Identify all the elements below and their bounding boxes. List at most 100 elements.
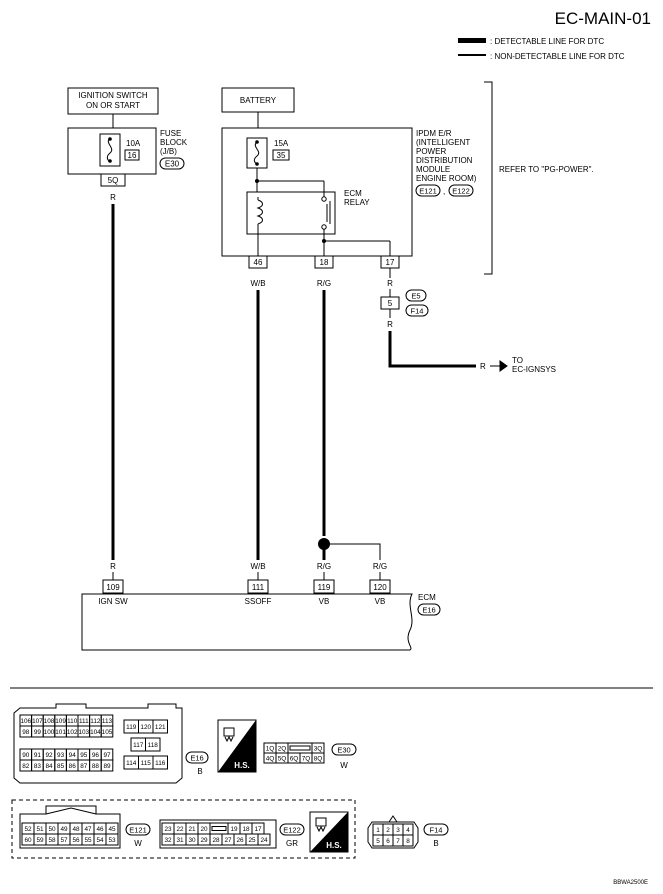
e121-code: E121 [129, 826, 147, 835]
ecm-pin-name-111: SSOFF [245, 597, 272, 606]
f14-pin-5: 5 [376, 838, 380, 845]
e16-pin-83: 83 [34, 763, 42, 770]
ipdm-line4: DISTRIBUTION [416, 156, 473, 165]
e16-pin-100: 100 [44, 729, 55, 736]
e122-pin-30: 30 [188, 837, 196, 844]
to-label: TO [512, 356, 523, 365]
e16-pin-86: 86 [69, 763, 77, 770]
wire-color-18: R/G [317, 279, 331, 288]
legend-detectable-label: : DETECTABLE LINE FOR DTC [490, 37, 604, 46]
ignition-line1: IGNITION SWITCH [78, 91, 148, 100]
relay-label1: ECM [344, 189, 362, 198]
ecm-pin-name-109: IGN SW [98, 597, 128, 606]
e30-pin-blank-blank-slot [289, 745, 311, 751]
wire-color-46: W/B [250, 279, 265, 288]
f14-pin-4: 4 [406, 827, 410, 834]
legend-detectable-swatch [458, 38, 486, 43]
e121-pin-54: 54 [96, 837, 104, 844]
ecm-pin-119: 119 [318, 583, 331, 592]
joint-connector: 5 E5 F14 R R TO EC-IGNSYS [380, 268, 556, 374]
e16-pin-97: 97 [103, 752, 111, 759]
legend: : DETECTABLE LINE FOR DTC : NON-DETECTAB… [458, 37, 625, 61]
fuse-number: 16 [128, 151, 137, 160]
e16-pin-110: 110 [67, 718, 78, 725]
e16-pin-117: 117 [133, 742, 144, 749]
ipdm-connector-1: E121 [419, 187, 437, 196]
e16-pin-109: 109 [55, 718, 66, 725]
ipdm-terminal-46: 46 [254, 258, 263, 267]
ecm-relay [246, 191, 336, 235]
e122-pin-25: 25 [248, 837, 256, 844]
e30-pin-6Q: 6Q [290, 755, 299, 762]
power-bracket [484, 81, 493, 275]
to-arrow [490, 360, 508, 372]
e122-code: E122 [283, 826, 301, 835]
e30-pin-4Q: 4Q [266, 755, 275, 762]
e122-pin-31: 31 [176, 837, 184, 844]
e122-color: GR [286, 839, 298, 848]
ecm-wire-color-109: R [110, 562, 116, 571]
e16-pin-93: 93 [57, 752, 65, 759]
e16-pin-121-cell [152, 719, 168, 734]
ecm-pin-111: 111 [252, 583, 265, 592]
fuse-block-name3: (J/B) [160, 147, 177, 156]
e122-pin-27: 27 [224, 837, 232, 844]
relay-label2: RELAY [344, 198, 370, 207]
e121-color: W [134, 839, 142, 848]
e16-color: B [197, 767, 202, 776]
e16-pin-103: 103 [78, 729, 89, 736]
f14-pin-1: 1 [376, 827, 380, 834]
e16-pin-105: 105 [102, 729, 113, 736]
f14-code: F14 [430, 826, 443, 835]
e16-pin-119: 119 [126, 724, 137, 731]
ecm-wire-color-111: W/B [250, 562, 265, 571]
fuse-block-name1: FUSE [160, 129, 181, 138]
e30-pin-7Q: 7Q [302, 755, 311, 762]
ecm-pin-name-120: VB [375, 597, 386, 606]
fuse-rating: 10A [126, 139, 141, 148]
f14-pin-6: 6 [386, 838, 390, 845]
fuse-block-wire-color: R [110, 193, 116, 202]
e122-pin-blank-cell [209, 822, 229, 835]
e122-pin-21: 21 [188, 826, 196, 833]
hs-label-2: H.S. [326, 841, 342, 850]
e121-pin-52: 52 [24, 826, 32, 833]
refer-pg-power: REFER TO "PG-POWER". [499, 165, 594, 174]
e30-pin-2Q: 2Q [278, 745, 287, 752]
fuse-block-name2: BLOCK [160, 138, 188, 147]
ecm: 109 111 119 120 IGN SW SSOFF VB VB ECM E… [81, 579, 441, 651]
e30-code: E30 [337, 746, 350, 755]
f14-pin-2: 2 [386, 827, 390, 834]
fuse-block-terminal: 5Q [108, 176, 119, 185]
joint-connector-e5: E5 [411, 292, 420, 301]
e16-pin-89-cell [100, 759, 114, 772]
ecm-pin-109: 109 [106, 583, 120, 592]
e121-pin-60: 60 [24, 837, 32, 844]
legend-non-detectable-swatch [458, 54, 486, 56]
ipdm-er: 15A 35 ECM RELAY IPDM E/R (INTELLIGENT P… [221, 127, 477, 269]
hs-label-1: H.S. [234, 761, 250, 770]
fuse-block-connector: E30 [165, 160, 180, 169]
ecm-connector: E16 [422, 606, 435, 615]
joint-number: 5 [388, 299, 393, 308]
e16-pin-88: 88 [92, 763, 100, 770]
e122-pin-24-cell [257, 833, 271, 846]
e121-pin-53: 53 [108, 837, 116, 844]
e16-pin-112: 112 [90, 718, 101, 725]
e122-pin-28: 28 [212, 837, 220, 844]
e121-pin-51: 51 [36, 826, 44, 833]
e16-pin-111: 111 [79, 718, 89, 725]
e122-pin-20: 20 [200, 826, 208, 833]
e16-pin-99: 99 [34, 729, 42, 736]
e16-pin-92: 92 [45, 752, 53, 759]
e121-pin-50: 50 [48, 826, 56, 833]
f14-pin-7: 7 [396, 838, 400, 845]
e30-pin-8Q-cell [311, 752, 325, 764]
e16-pin-116: 116 [155, 760, 166, 767]
battery-label: BATTERY [240, 96, 277, 105]
ignition-line2: ON OR START [86, 101, 140, 110]
ipdm-line5: MODULE [416, 165, 450, 174]
